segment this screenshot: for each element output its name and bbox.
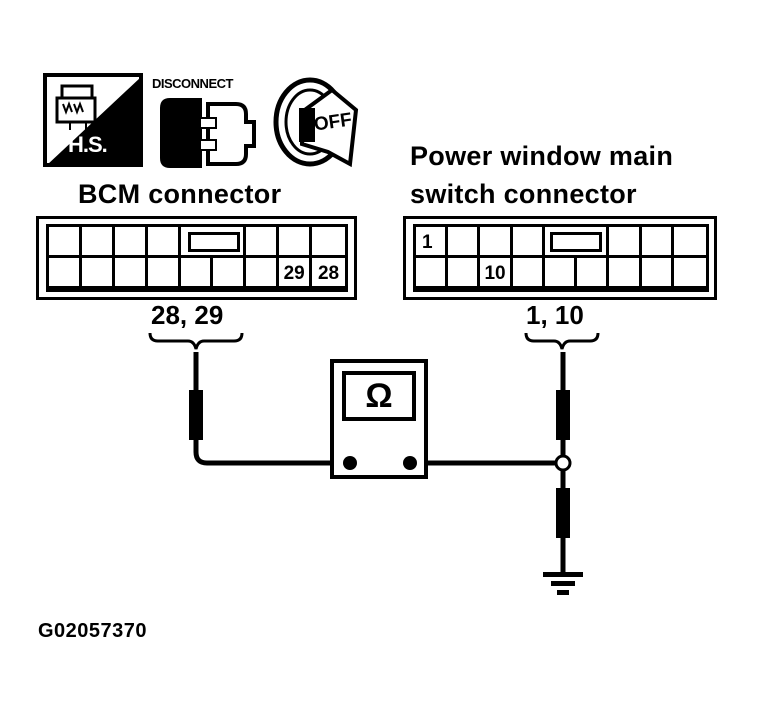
ignition-key-off-icon xyxy=(273,77,359,168)
ohmmeter-probe-jack-left xyxy=(343,456,357,470)
pw-probe-brace xyxy=(524,332,600,350)
bcm-probe-label: 28, 29 xyxy=(151,300,224,330)
pw-pin-10: 10 xyxy=(480,258,513,289)
pw-pin-1: 1 xyxy=(416,227,449,258)
bcm-connector: 29 28 xyxy=(36,216,357,300)
pw-test-lead xyxy=(410,352,572,572)
bcm-test-lead xyxy=(189,352,350,466)
disconnect-label: DISCONNECT xyxy=(152,76,233,91)
ohm-icon: Ω xyxy=(365,376,393,415)
pw-connector-title-line2: switch connector xyxy=(410,179,637,209)
ohmmeter xyxy=(330,359,428,479)
bcm-connector-title: BCM connector xyxy=(78,179,282,209)
disconnect-icon xyxy=(160,98,256,168)
figure-code: G02057370 xyxy=(38,620,148,642)
connector-latch xyxy=(187,232,240,252)
harness-side-icon xyxy=(43,73,143,167)
ohmmeter-probe-jack-right xyxy=(403,456,417,470)
pw-probe-label: 1, 10 xyxy=(526,300,584,330)
pw-connector-title-line1: Power window main xyxy=(410,141,674,171)
connector-latch xyxy=(549,232,602,252)
pw-switch-connector: 1 10 xyxy=(403,216,717,300)
bcm-pin-28: 28 xyxy=(312,258,345,289)
hs-label: H.S. xyxy=(68,132,108,157)
ground-symbol xyxy=(543,572,583,595)
bcm-probe-brace xyxy=(148,332,244,350)
bcm-pin-29: 29 xyxy=(279,258,313,289)
